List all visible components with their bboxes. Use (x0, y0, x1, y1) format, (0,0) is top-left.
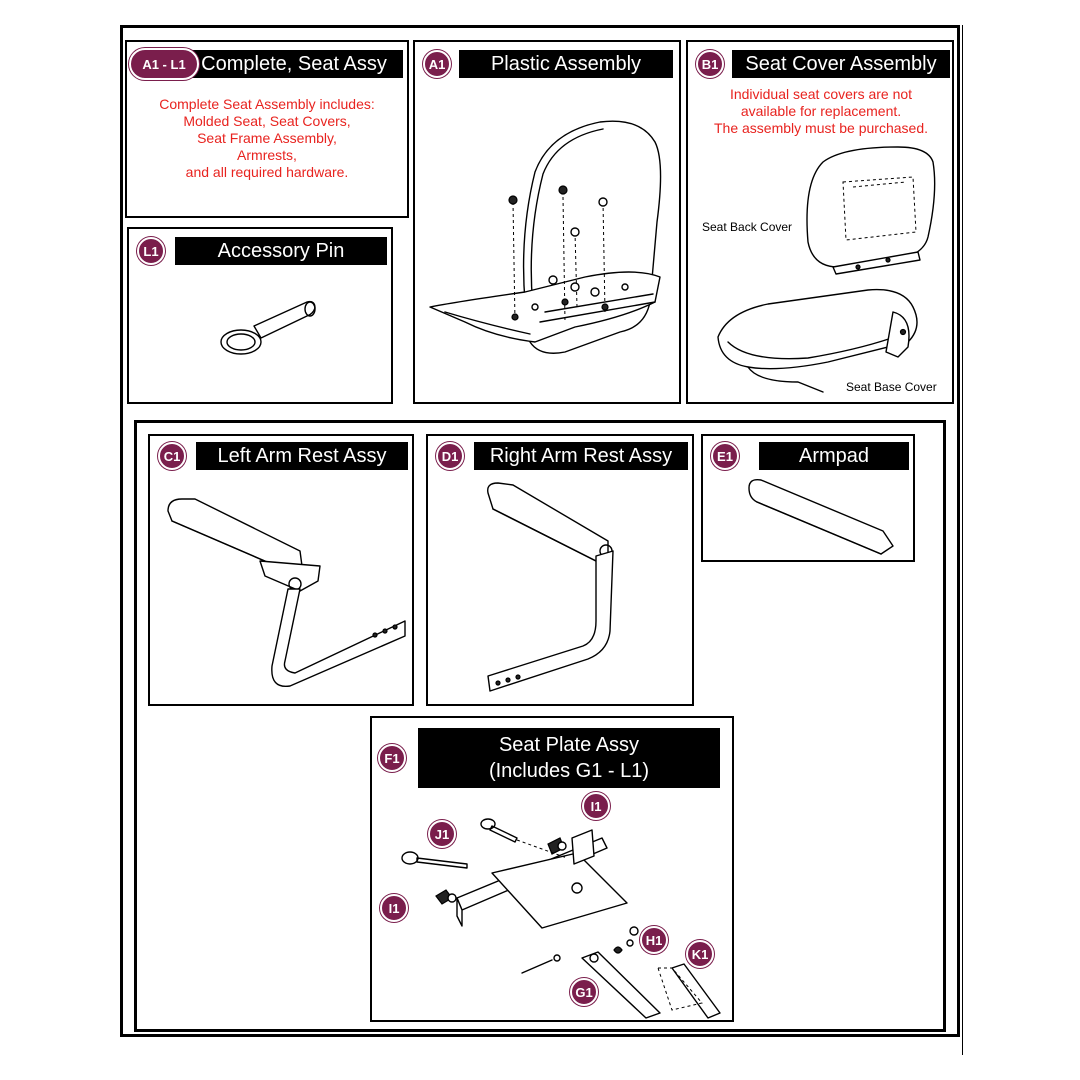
seat-back-cover-drawing (806, 146, 936, 275)
panel-title: Plastic Assembly (459, 50, 673, 78)
panel-left-arm-rest: Left Arm Rest Assy C1 (148, 434, 414, 706)
panel-seat-plate: Seat Plate Assy (Includes G1 - L1) F1 (370, 716, 734, 1022)
seat-base-cover-drawing (717, 288, 918, 393)
page-frame (120, 25, 960, 1037)
panel-armpad: Armpad E1 (701, 434, 915, 562)
complete-assembly-note: Complete Seat Assembly includes: Molded … (159, 96, 375, 180)
panel-title: Seat Cover Assembly (732, 50, 950, 78)
plastic-seat-drawing (429, 120, 662, 354)
armpad-drawing (748, 478, 894, 555)
part-badge: D1 (436, 442, 464, 470)
part-badge: L1 (137, 237, 165, 265)
part-badge: A1 - L1 (129, 48, 199, 80)
right-arm-rest-drawing (487, 482, 614, 692)
panel-accessory-pin: Accessory Pin L1 (127, 227, 393, 404)
callout-h1: H1 (640, 926, 668, 954)
panel-title: Seat Plate Assy (Includes G1 - L1) (418, 728, 720, 788)
seat-plate-drawing (401, 818, 721, 1019)
panel-complete-seat-assy: Complete, Seat Assy A1 - L1 Complete Sea… (125, 40, 409, 218)
panel-title: Armpad (759, 442, 909, 470)
callout-i1-left: I1 (380, 894, 408, 922)
seat-back-cover-label: Seat Back Cover (702, 220, 793, 234)
panel-title: Complete, Seat Assy (185, 50, 403, 78)
callout-k1: K1 (686, 940, 714, 968)
part-badge: F1 (378, 744, 406, 772)
callout-j1: J1 (428, 820, 456, 848)
callout-i1-top: I1 (582, 792, 610, 820)
part-badge: C1 (158, 442, 186, 470)
arm-section-frame (134, 420, 946, 1032)
seat-cover-note: Individual seat covers are not available… (714, 86, 928, 136)
panel-plastic-assembly: Plastic Assembly A1 (413, 40, 681, 404)
panel-title: Accessory Pin (175, 237, 387, 265)
part-badge: A1 (423, 50, 451, 78)
part-badge: B1 (696, 50, 724, 78)
part-badge: E1 (711, 442, 739, 470)
edge-rule (962, 25, 963, 1055)
panel-title: Left Arm Rest Assy (196, 442, 408, 470)
accessory-pin-drawing (220, 300, 316, 355)
panel-title: Right Arm Rest Assy (474, 442, 688, 470)
panel-seat-cover-assembly: Seat Cover Assembly B1 Individual seat c… (686, 40, 954, 404)
left-arm-rest-drawing (167, 498, 406, 688)
seat-base-cover-label: Seat Base Cover (846, 380, 937, 394)
callout-g1: G1 (570, 978, 598, 1006)
panel-right-arm-rest: Right Arm Rest Assy D1 (426, 434, 694, 706)
